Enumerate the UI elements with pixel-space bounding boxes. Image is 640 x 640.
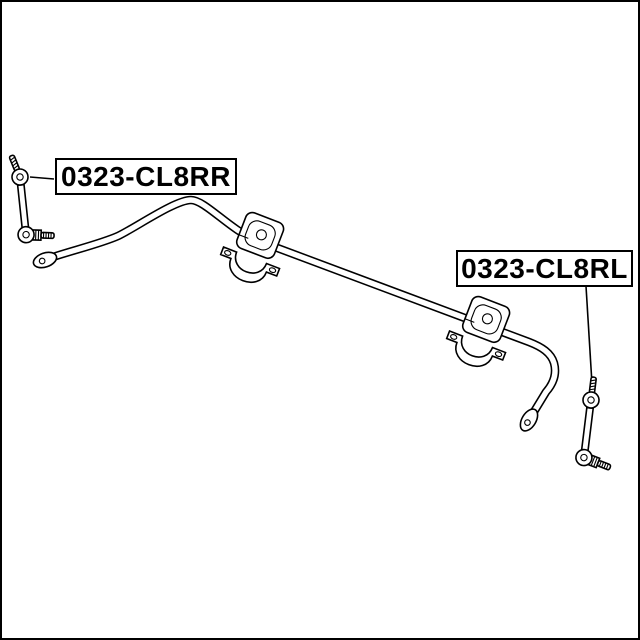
callout-box-rr: 0323-CL8RR [55,158,237,195]
callout-box-rl: 0323-CL8RL [456,250,633,287]
link-rod [16,183,30,229]
link-bottom-stud [32,229,55,242]
part-number-rr: 0323-CL8RR [61,160,231,192]
stabilizer-bar [32,195,560,432]
leader-line-rl [585,285,593,385]
link-top-ball-joint [582,391,600,409]
link-rod [580,406,595,452]
bar-eye-left [32,251,58,269]
link-top-ball-joint [11,168,29,186]
part-number-rl: 0323-CL8RL [461,252,628,284]
link-top-stud [588,376,597,394]
stabilizer-link-right [575,376,612,471]
leader-line-rr [29,176,55,180]
link-bottom-ball-joint [575,448,593,467]
link-bottom-ball-joint [17,225,35,244]
bar-eye-right [519,408,539,432]
stabilizer-link-left [8,154,55,244]
